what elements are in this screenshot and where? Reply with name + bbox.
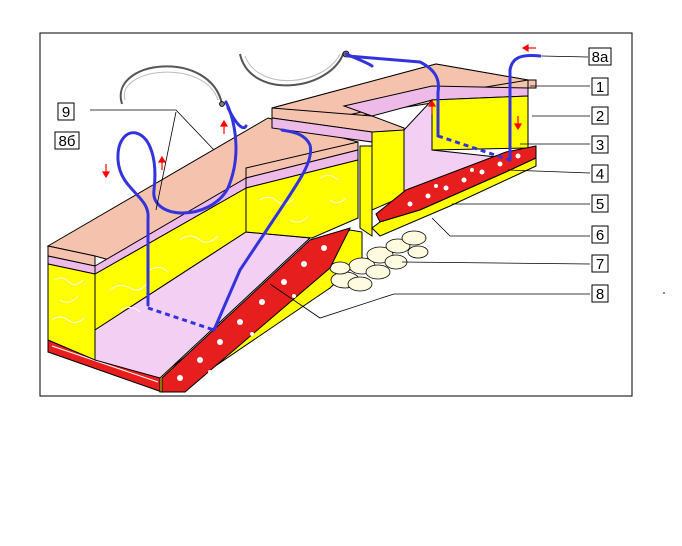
label-box-8a: 8а (588, 47, 612, 66)
label-box-2: 2 (591, 106, 609, 125)
label-6-text: 6 (596, 227, 604, 244)
muscle-fiber-dots-left (177, 245, 327, 381)
wound-floor-fascia (94, 231, 312, 379)
label-5-text: 5 (596, 196, 604, 213)
label-box-7: 7 (591, 254, 609, 273)
needle-right (239, 51, 345, 87)
label-7-text: 7 (596, 256, 604, 273)
needle-left (119, 65, 223, 105)
needle-tip-left (219, 101, 225, 107)
label-box-9: 9 (57, 102, 75, 121)
right-deep-fat (371, 157, 537, 237)
needle-right-inner (244, 53, 341, 81)
label-box-6: 6 (591, 225, 609, 244)
label-8-text: 8 (596, 286, 604, 303)
label-1-text: 1 (596, 79, 604, 96)
label-8a-text: 8а (592, 49, 609, 66)
label-9-text: 9 (62, 104, 70, 121)
muscle-fiber-dots-right (407, 153, 521, 207)
right-edge-epidermis (527, 79, 537, 89)
label-box-5: 5 (591, 194, 609, 213)
label-2-text: 2 (596, 108, 604, 125)
label-box-1: 1 (591, 77, 609, 96)
right-wound-floor (403, 98, 507, 197)
label-3-text: 3 (596, 137, 604, 154)
stray-dot (663, 292, 665, 294)
label-box-8b: 8б (54, 131, 80, 150)
leader-lines (90, 55, 591, 319)
fat-texture (51, 175, 347, 323)
needle-left-inner (124, 71, 219, 101)
fat-globules (329, 230, 429, 292)
label-8b-text: 8б (59, 133, 76, 150)
label-box-4: 4 (591, 164, 609, 183)
suture-threads (116, 52, 542, 332)
muscle-wound-left (161, 227, 351, 393)
label-box-3: 3 (591, 135, 609, 154)
muscle-fiber-line (51, 345, 159, 383)
direction-arrows (101, 43, 536, 179)
label-box-8: 8 (591, 284, 609, 303)
step-front-fat (359, 145, 373, 237)
suture-hidden-segments (147, 134, 511, 332)
label-4-text: 4 (596, 166, 604, 183)
right-back-wall-fat (431, 95, 529, 151)
